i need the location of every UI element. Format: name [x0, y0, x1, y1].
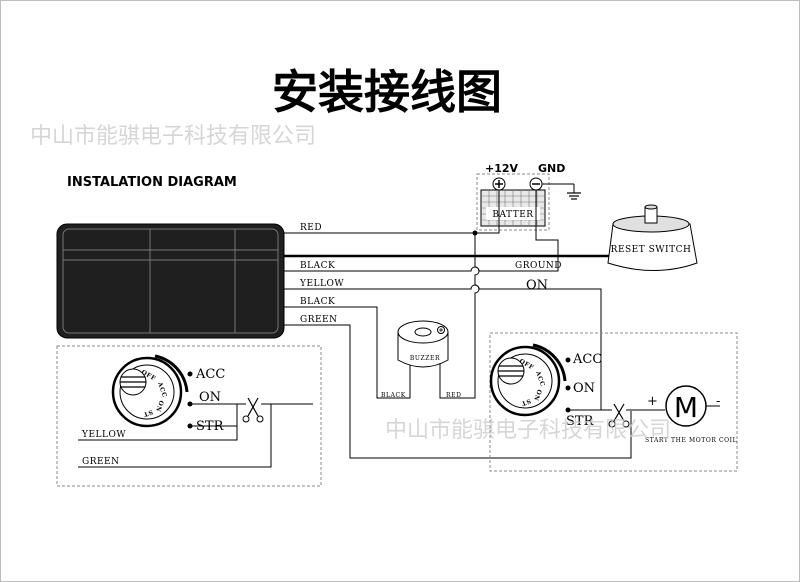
reset-switch-label: RESET SWITCH	[611, 245, 692, 255]
buzzer-black-label: BLACK	[381, 392, 406, 399]
motor-minus: -	[716, 394, 720, 409]
ignition-left-yellow-wire	[78, 426, 238, 441]
motor-plus: +	[647, 394, 658, 409]
battery-gnd-label: GND	[538, 162, 565, 175]
ignition-right-acc: ACC	[572, 352, 602, 367]
ignition-left-green-wire	[78, 404, 272, 468]
scissors-icon	[242, 397, 264, 423]
dial-st-label-right: ST	[520, 397, 532, 407]
wire-black-label: BLACK	[300, 261, 335, 271]
wire-green-label: GREEN	[300, 315, 337, 325]
scissors-icon-right	[608, 403, 630, 428]
battery-dashed-box	[476, 173, 550, 231]
dial-st-label: ST	[142, 408, 154, 418]
wire-red-label: RED	[300, 223, 322, 233]
wire-green-motor	[284, 324, 632, 459]
reset-switch: RESET SWITCH	[607, 204, 698, 271]
control-unit	[56, 223, 285, 339]
wire-on-label: ON	[526, 278, 548, 293]
battery-label: BATTER	[492, 210, 533, 220]
ignition-switch-left: OFF ACC ON ST	[111, 356, 183, 428]
starter-motor: M + - START THE MOTOR COIL	[645, 385, 737, 444]
dial-on-label-right: ON	[532, 388, 543, 402]
ignition-left-on: ON	[199, 390, 221, 405]
page-title: 安装接线图	[272, 65, 502, 119]
ignition-left-acc: ACC	[195, 367, 225, 382]
dial-on-label: ON	[154, 399, 165, 413]
watermark-bottom: 中山市能骐电子科技有限公司	[385, 418, 671, 443]
wire-red-bus	[439, 233, 480, 399]
watermark-top: 中山市能骐电子科技有限公司	[30, 124, 316, 149]
wire-black2-label: BLACK	[300, 297, 335, 307]
ground-symbol	[542, 183, 581, 200]
wire-red	[284, 190, 500, 234]
ignition-left-yellow-label: YELLOW	[81, 430, 126, 440]
wire-ground-label: GROUND	[515, 261, 562, 271]
ignition-left-green-label: GREEN	[82, 457, 119, 467]
ignition-left-box	[56, 345, 322, 487]
battery-plus-label: +12V	[485, 162, 519, 175]
buzzer-label: BUZZER	[410, 355, 440, 362]
motor-letter: M	[674, 391, 698, 424]
battery: +12V GND BATTER	[476, 162, 565, 231]
ignition-switch-right: OFF ACC ON ST	[489, 345, 561, 417]
buzzer-red-label: RED	[446, 392, 462, 399]
ignition-right-str: STR	[566, 414, 595, 429]
diagram-subtitle: INSTALATION DIAGRAM	[67, 175, 237, 190]
buzzer: BUZZER	[397, 320, 449, 368]
ignition-right-box	[489, 332, 738, 472]
ignition-right-on: ON	[573, 381, 595, 396]
motor-caption: START THE MOTOR COIL	[645, 437, 737, 444]
wire-yellow-label: YELLOW	[299, 279, 344, 289]
wire-black-buzzer	[284, 306, 411, 399]
